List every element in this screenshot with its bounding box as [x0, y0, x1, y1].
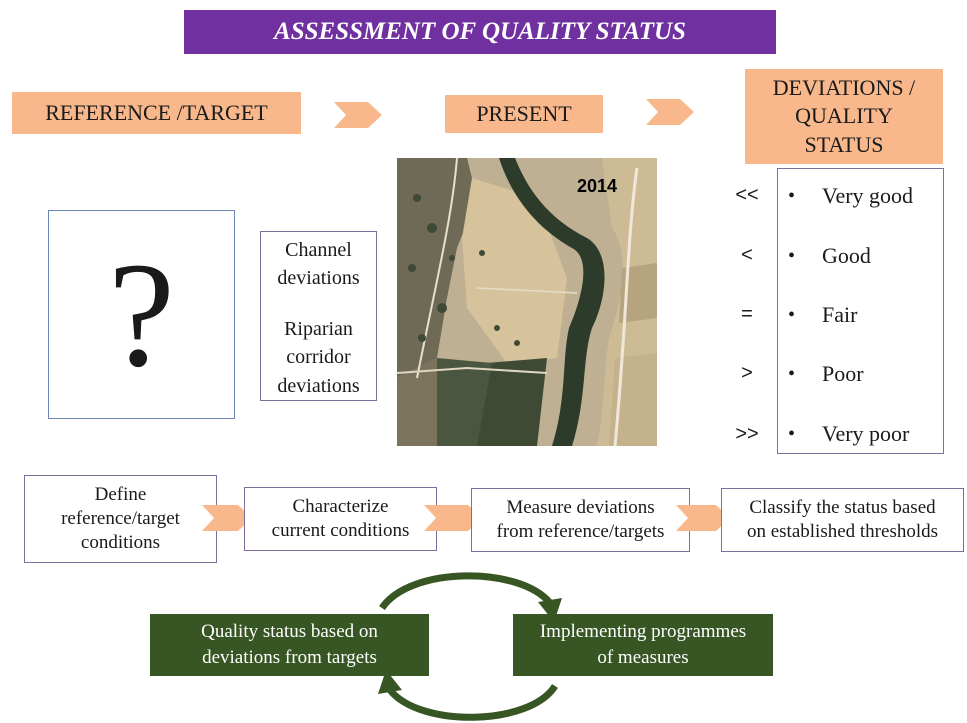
aerial-photo-2014: 2014	[397, 158, 657, 446]
header-deviations-line1: DEVIATIONS /	[772, 74, 916, 100]
deviation-types-box: Channel deviations Riparian corridor dev…	[260, 231, 377, 401]
scale-symbol-fair: =	[741, 303, 753, 325]
status-poor: •Poor	[788, 361, 864, 386]
header-deviations-line2: QUALITY	[795, 103, 893, 129]
step-arrow-2	[424, 505, 482, 531]
reference-unknown-box: ?	[48, 210, 235, 419]
status-very-poor: •Very poor	[788, 421, 910, 446]
header-present: PRESENT	[445, 95, 603, 133]
header-arrow-2	[646, 99, 694, 125]
question-mark-symbol: ?	[108, 231, 175, 398]
scale-symbol-good: <	[741, 244, 753, 266]
status-very-good: •Very good	[788, 183, 914, 208]
header-reference-target: REFERENCE /TARGET	[12, 92, 301, 134]
status-fair: •Fair	[788, 302, 858, 327]
channel-deviations-label: Channel deviations	[277, 239, 360, 290]
header-deviations-quality-status: DEVIATIONS / QUALITY STATUS	[745, 69, 943, 164]
header-deviations-line3: STATUS	[804, 131, 884, 157]
step-arrow-1	[202, 505, 252, 531]
scale-symbol-very-good: <<	[735, 184, 759, 206]
step-arrow-3	[676, 505, 730, 531]
scale-symbol-poor: >	[741, 362, 753, 384]
status-good: •Good	[788, 243, 871, 268]
diagram-title: ASSESSMENT OF QUALITY STATUS	[184, 10, 776, 54]
photo-year-label: 2014	[577, 176, 617, 196]
scale-symbol-very-poor: >>	[735, 423, 759, 445]
quality-status-scale-box: •Very good •Good •Fair •Poor •Very poor	[777, 168, 944, 454]
riparian-deviations-label: Riparian corridor deviations	[277, 317, 360, 397]
header-arrow-1	[334, 102, 382, 128]
